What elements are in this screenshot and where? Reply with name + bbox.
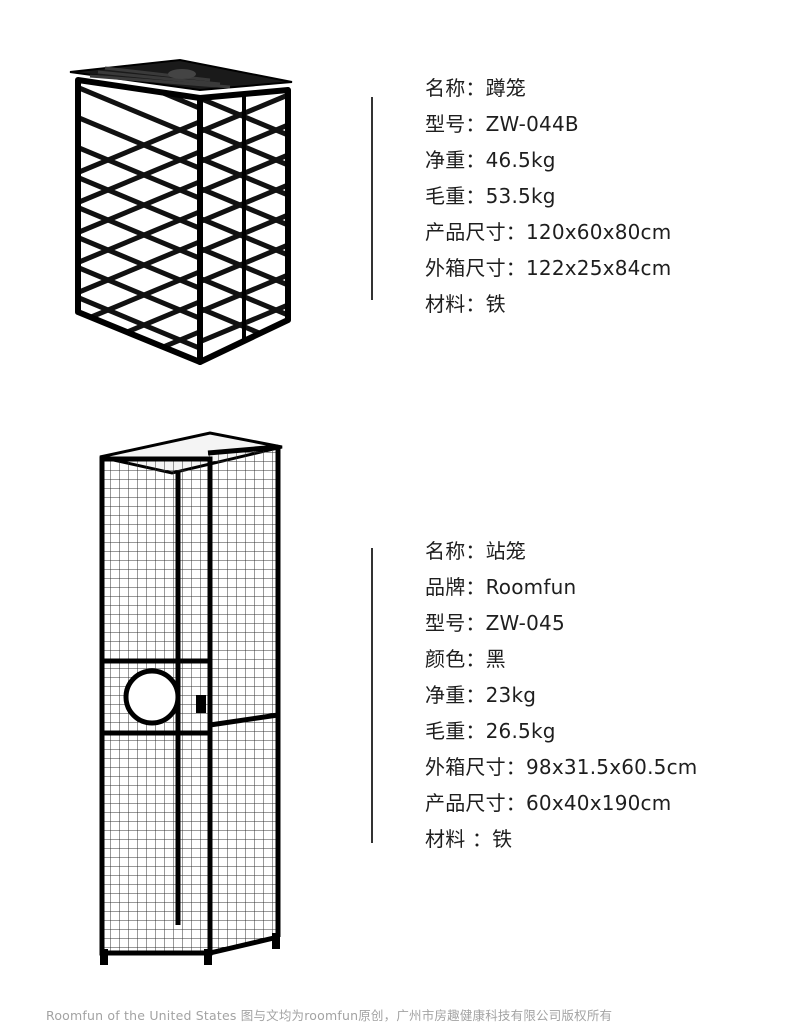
- spec-label: 外箱尺寸：: [425, 755, 526, 779]
- spec-row-model: 型号：ZW-044B: [425, 106, 671, 142]
- spec-row-material: 材料：铁: [425, 286, 671, 322]
- spec-row-gross-weight: 毛重：26.5kg: [425, 713, 697, 749]
- spec-row-product-size: 产品尺寸：60x40x190cm: [425, 785, 697, 821]
- spec-value: 站笼: [485, 539, 527, 563]
- spec-row-name: 名称：站笼: [425, 533, 697, 569]
- spec-value: 46.5kg: [485, 148, 556, 172]
- spec-value: 铁: [485, 292, 506, 316]
- spec-label: 品牌：: [425, 575, 486, 599]
- spec-value: ZW-044B: [485, 112, 579, 136]
- spec-label: 名称：: [425, 539, 486, 563]
- spec-value: 铁: [492, 827, 513, 851]
- spec-list-crouch-cage: 名称：蹲笼 型号：ZW-044B 净重：46.5kg 毛重：53.5kg 产品尺…: [425, 70, 671, 322]
- spec-row-product-size: 产品尺寸：120x60x80cm: [425, 214, 671, 250]
- spec-row-carton-size: 外箱尺寸：122x25x84cm: [425, 250, 671, 286]
- spec-label: 产品尺寸：: [425, 791, 526, 815]
- spec-divider-2: [371, 548, 373, 843]
- copyright-footer: Roomfun of the United States 图与文均为roomfu…: [46, 1008, 613, 1023]
- spec-value: 60x40x190cm: [526, 791, 672, 815]
- spec-label: 材料 ：: [425, 827, 493, 851]
- spec-label: 净重：: [425, 148, 486, 172]
- spec-label: 型号：: [425, 611, 486, 635]
- spec-label: 外箱尺寸：: [425, 256, 526, 280]
- spec-value: 120x60x80cm: [526, 220, 672, 244]
- spec-label: 型号：: [425, 112, 486, 136]
- spec-row-name: 名称：蹲笼: [425, 70, 671, 106]
- spec-label: 毛重：: [425, 184, 486, 208]
- product-image-standing-cage: [99, 431, 283, 965]
- spec-value: 98x31.5x60.5cm: [526, 755, 698, 779]
- spec-value: 黑: [485, 647, 506, 671]
- spec-row-brand: 品牌：Roomfun: [425, 569, 697, 605]
- spec-label: 产品尺寸：: [425, 220, 526, 244]
- spec-divider-1: [371, 97, 373, 300]
- spec-value: 53.5kg: [485, 184, 556, 208]
- spec-label: 材料：: [425, 292, 486, 316]
- product-image-crouch-cage: [69, 58, 293, 365]
- spec-value: ZW-045: [485, 611, 565, 635]
- spec-value: 23kg: [485, 683, 537, 707]
- spec-row-color: 颜色：黑: [425, 641, 697, 677]
- spec-value: 26.5kg: [485, 719, 556, 743]
- spec-row-model: 型号：ZW-045: [425, 605, 697, 641]
- spec-label: 毛重：: [425, 719, 486, 743]
- spec-row-gross-weight: 毛重：53.5kg: [425, 178, 671, 214]
- spec-label: 颜色：: [425, 647, 486, 671]
- spec-row-net-weight: 净重：46.5kg: [425, 142, 671, 178]
- spec-value: 蹲笼: [485, 76, 527, 100]
- spec-row-carton-size: 外箱尺寸：98x31.5x60.5cm: [425, 749, 697, 785]
- spec-label: 净重：: [425, 683, 486, 707]
- spec-row-net-weight: 净重：23kg: [425, 677, 697, 713]
- spec-row-material: 材料 ：铁: [425, 821, 697, 857]
- spec-value: 122x25x84cm: [526, 256, 672, 280]
- spec-value: Roomfun: [485, 575, 577, 599]
- spec-label: 名称：: [425, 76, 486, 100]
- spec-list-standing-cage: 名称：站笼 品牌：Roomfun 型号：ZW-045 颜色：黑 净重：23kg …: [425, 533, 697, 857]
